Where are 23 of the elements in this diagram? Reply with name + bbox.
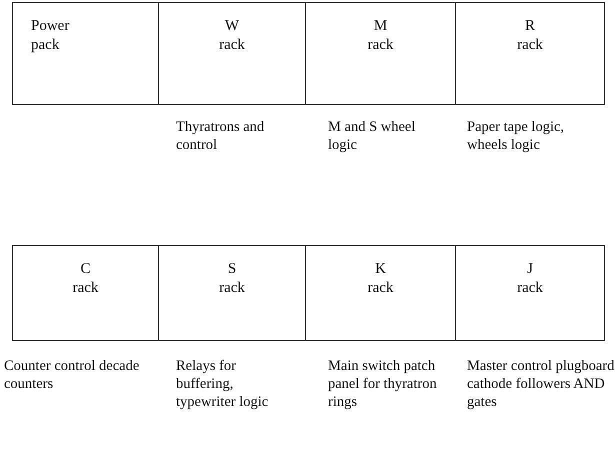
rack-box <box>305 245 456 341</box>
rack-label: K rack <box>368 260 394 298</box>
rack-description: Relays for buffering, typewriter logic <box>176 357 270 412</box>
rack-box <box>305 2 456 105</box>
rack-box <box>455 2 605 105</box>
rack-label: R rack <box>517 17 543 55</box>
rack-description: M and S wheel logic <box>328 118 416 154</box>
rack-label: M rack <box>368 17 394 55</box>
rack-box <box>12 245 159 341</box>
rack-description: Master control plugboard cathode followers AND gates <box>467 357 615 412</box>
rack-label: Power pack <box>31 17 70 55</box>
rack-box <box>455 245 605 341</box>
rack-box <box>158 2 306 105</box>
rack-label: W rack <box>219 17 245 55</box>
rack-label: C rack <box>72 260 98 298</box>
rack-description: Thyratrons and control <box>176 118 266 154</box>
rack-description: Counter control decade counters <box>4 357 140 394</box>
rack-description: Paper tape logic, wheels logic <box>467 118 566 154</box>
rack-box <box>12 2 159 105</box>
rack-description: Main switch patch panel for thyratron rings <box>328 357 438 412</box>
rack-box <box>158 245 306 341</box>
rack-label: S rack <box>219 260 245 298</box>
rack-label: J rack <box>517 260 543 298</box>
